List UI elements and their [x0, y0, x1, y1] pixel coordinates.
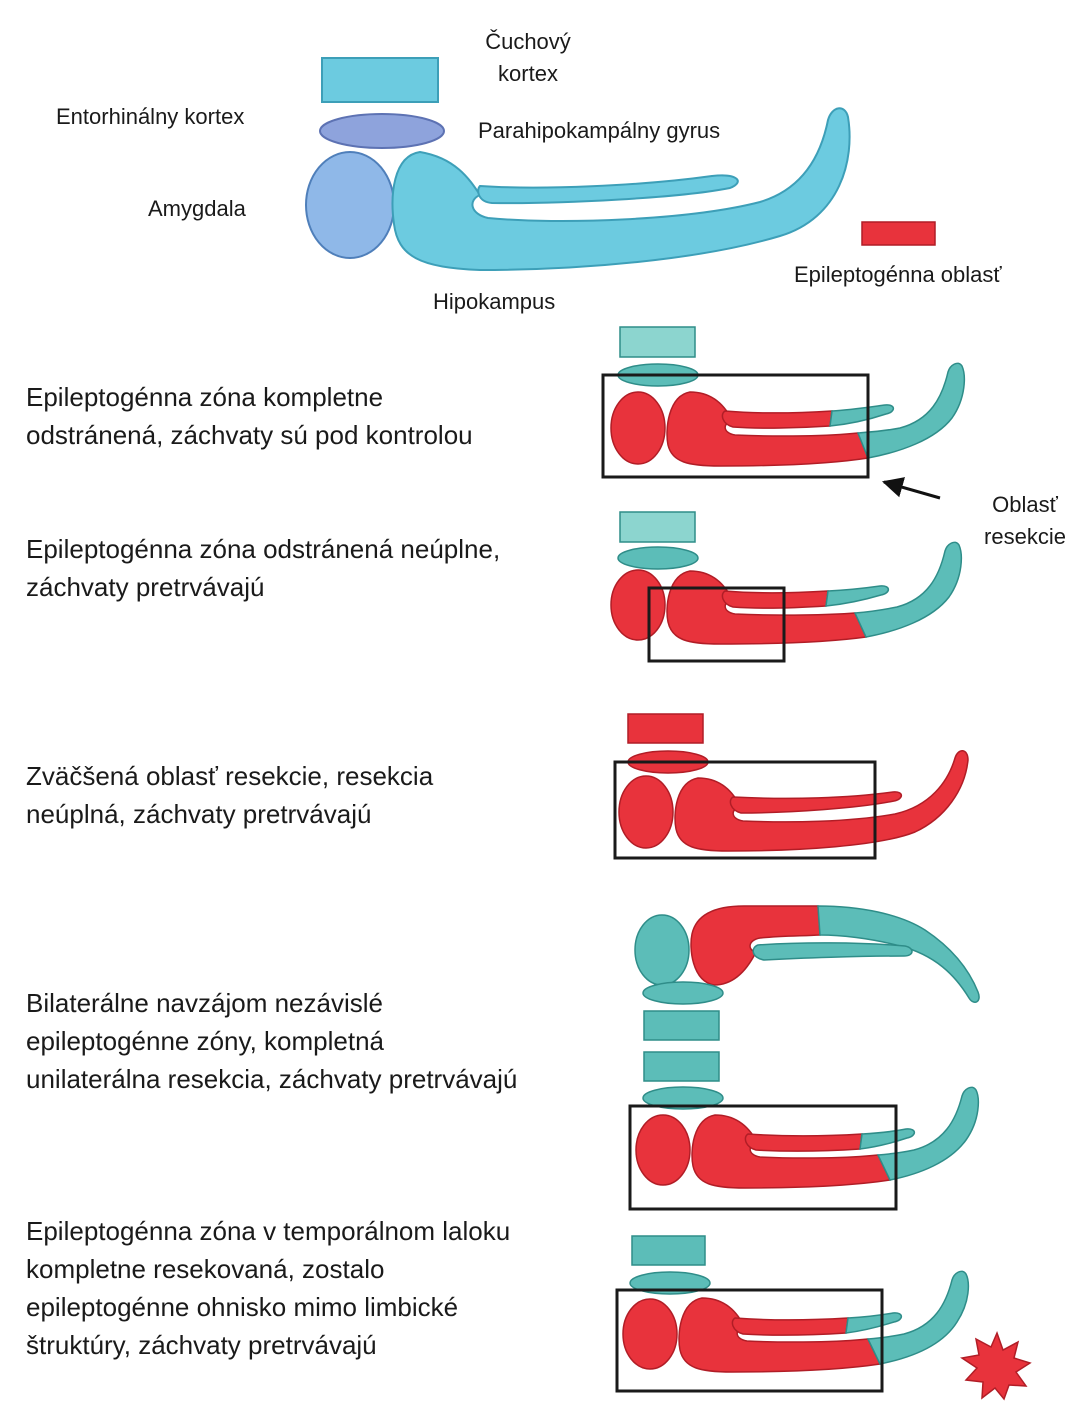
case-text-line: Epileptogénna zóna v temporálnom laloku	[26, 1212, 510, 1250]
entorhinal-cortex-shape	[320, 114, 444, 148]
olfactory-cortex-label: Čuchový kortex	[470, 29, 586, 87]
entorhinal-cortex-shape	[643, 982, 723, 1004]
olfactory-label-line-2: kortex	[470, 61, 586, 87]
entorhinal-cortex-label: Entorhinálny kortex	[56, 104, 244, 130]
parahippocampal-teal-part	[860, 1129, 914, 1149]
hippocampus-label: Hipokampus	[433, 289, 555, 315]
entorhinal-cortex-shape	[618, 547, 698, 569]
resection-label-line-2: resekcie	[970, 524, 1070, 550]
case-text-line: Zväčšená oblasť resekcie, resekcia	[26, 757, 433, 795]
epileptogenic-legend-swatch	[862, 222, 935, 245]
case-1-description: Epileptogénna zóna kompletne odstránená,…	[26, 378, 473, 454]
amygdala-shape	[611, 392, 665, 464]
parahippocampal-red-part	[732, 1318, 848, 1335]
resection-arrow	[884, 482, 940, 498]
case-text-line: Bilaterálne navzájom nezávislé	[26, 984, 517, 1022]
case-text-line: unilaterálna resekcia, záchvaty pretrváv…	[26, 1060, 517, 1098]
case-4-description: Bilaterálne navzájom nezávislé epileptog…	[26, 984, 517, 1098]
case-text-line: odstránená, záchvaty sú pod kontrolou	[26, 416, 473, 454]
parahippocampal-teal-part	[830, 405, 893, 426]
case-3-figure	[615, 714, 968, 858]
parahippocampal-teal-part	[826, 586, 888, 606]
amygdala-shape	[635, 915, 689, 985]
amygdala-shape	[623, 1299, 677, 1369]
parahippocampal-teal-part	[846, 1313, 901, 1333]
amygdala-shape	[636, 1115, 690, 1185]
case-text-line: epileptogénne ohnisko mimo limbické	[26, 1288, 510, 1326]
olfactory-cortex-shape	[620, 512, 695, 542]
olfactory-cortex-shape	[632, 1236, 705, 1265]
olfactory-cortex-shape	[620, 327, 695, 357]
resection-label-line-1: Oblasť	[970, 492, 1070, 518]
amygdala-shape	[306, 152, 394, 258]
parahippocampal-gyrus-shape	[478, 175, 738, 203]
case-3-description: Zväčšená oblasť resekcie, resekcia neúpl…	[26, 757, 433, 833]
olfactory-cortex-shape	[644, 1011, 719, 1040]
case-text-line: Epileptogénna zóna odstránená neúplne,	[26, 530, 500, 568]
case-text-line: štruktúry, záchvaty pretrvávajú	[26, 1326, 510, 1364]
case-2-figure	[611, 512, 961, 661]
olfactory-cortex-shape	[644, 1052, 719, 1081]
olfactory-cortex-shape	[628, 714, 703, 743]
case-1-figure	[603, 327, 964, 498]
olfactory-label-line-1: Čuchový	[470, 29, 586, 55]
hippocampus-red-part	[667, 392, 868, 466]
case-text-line: epileptogénne zóny, kompletná	[26, 1022, 517, 1060]
amygdala-shape	[611, 570, 665, 640]
case-text-line: neúplná, záchvaty pretrvávajú	[26, 795, 433, 833]
resection-area-label: Oblasť resekcie	[970, 492, 1070, 550]
case-2-description: Epileptogénna zóna odstránená neúplne, z…	[26, 530, 500, 606]
parahippocampal-gyrus-label: Parahipokampálny gyrus	[478, 118, 720, 144]
extralimbic-focus-star	[962, 1333, 1030, 1399]
case-5-figure	[617, 1236, 1030, 1399]
amygdala-label: Amygdala	[148, 196, 246, 222]
case-text-line: Epileptogénna zóna kompletne	[26, 378, 473, 416]
top-anatomy	[306, 58, 935, 270]
amygdala-shape	[619, 776, 673, 848]
epileptogenic-legend-label: Epileptogénna oblasť	[794, 262, 1002, 288]
case-4-figure	[630, 906, 979, 1209]
case-5-description: Epileptogénna zóna v temporálnom laloku …	[26, 1212, 510, 1364]
parahippocampal-gyrus-shape	[753, 943, 912, 960]
olfactory-cortex-shape	[322, 58, 438, 102]
parahippocampal-red-part	[722, 411, 832, 428]
case-text-line: záchvaty pretrvávajú	[26, 568, 500, 606]
case-text-line: kompletne resekovaná, zostalo	[26, 1250, 510, 1288]
parahippocampal-red-part	[745, 1134, 862, 1151]
parahippocampal-red-part	[722, 591, 828, 608]
